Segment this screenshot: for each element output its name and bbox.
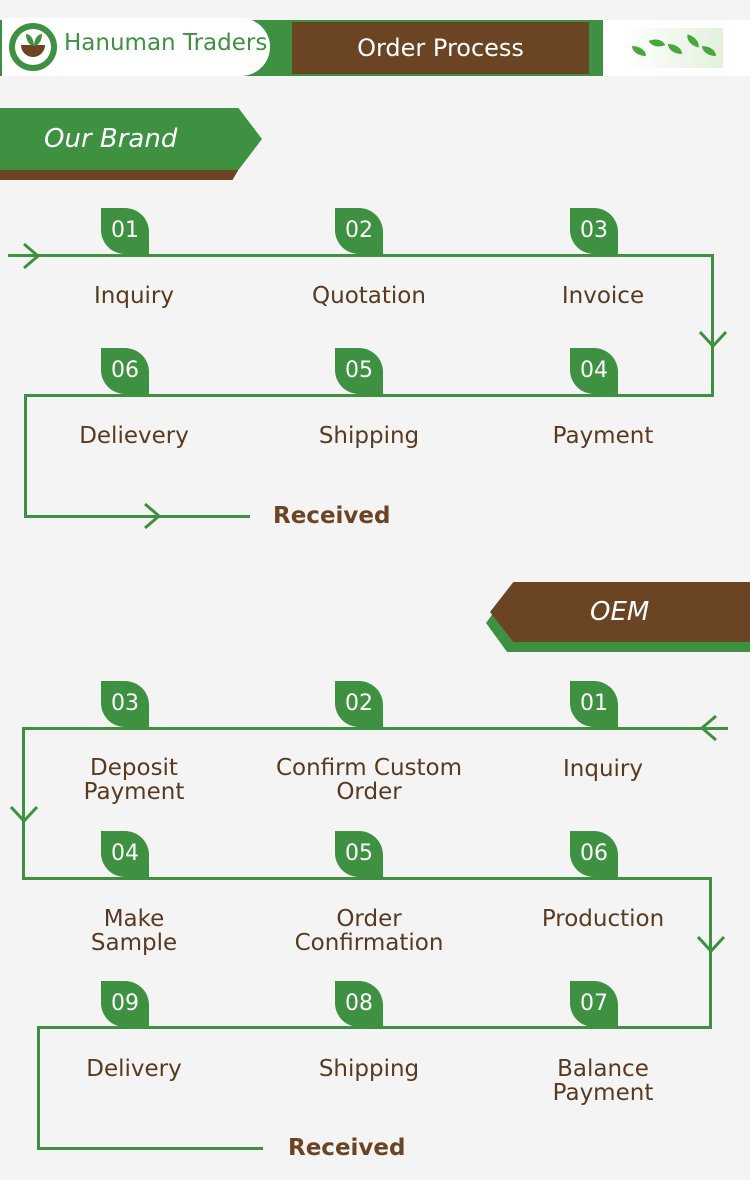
step-label-make-sample: Make Sample [90, 906, 178, 956]
leaf-icon [632, 46, 646, 56]
step-label-balance-payment: Balance Payment [552, 1056, 654, 1106]
chevron-right-icon [23, 242, 41, 270]
our-brand-banner-label: Our Brand [44, 124, 178, 154]
chevron-down-icon [696, 935, 726, 954]
chevron-down-icon [9, 805, 39, 824]
chevron-right-icon [144, 502, 162, 530]
flow-line [22, 727, 25, 879]
flow-line [37, 1026, 712, 1029]
step-label-payment: Payment [552, 423, 654, 449]
step-number-badge: 03 [101, 681, 149, 727]
step-label-shipping: Shipping [318, 423, 420, 449]
title-panel [292, 22, 589, 74]
step-label-inquiry: Inquiry [94, 283, 174, 309]
step-label-shipping: Shipping [318, 1056, 420, 1082]
step-label-confirm-custom-order: Confirm Custom Order [275, 755, 463, 805]
flow-line [24, 515, 250, 518]
leaf-icon [702, 46, 716, 56]
flow-line [8, 254, 714, 257]
step-label-delivery: Delivery [86, 1056, 182, 1082]
flow-line [37, 1026, 40, 1150]
page-title: Order Process [357, 34, 524, 62]
step-number-badge: 05 [335, 831, 383, 877]
step-label-order-confirmation: Order Confirmation [294, 906, 444, 956]
leaf-icon [34, 34, 42, 46]
step-label-inquiry: Inquiry [563, 756, 643, 782]
step-label-delivery: Delievery [79, 423, 189, 449]
step-number-badge: 04 [101, 831, 149, 877]
flow-line [22, 877, 712, 880]
step-number-badge: 01 [101, 208, 149, 254]
mortar-bowl-icon [21, 45, 45, 57]
step-number-badge: 01 [570, 681, 618, 727]
flow-line [711, 254, 714, 396]
step-number-badge: 05 [335, 348, 383, 394]
step-number-badge: 02 [335, 681, 383, 727]
step-label-deposit-payment: Deposit Payment [83, 755, 185, 805]
flow-line [37, 1147, 263, 1150]
oem-banner-label: OEM [590, 597, 650, 627]
chevron-down-icon [698, 330, 728, 349]
step-number-badge: 08 [335, 981, 383, 1027]
chevron-left-icon [699, 714, 717, 742]
step-label-production: Production [541, 906, 665, 932]
flow-line [24, 394, 714, 397]
step-number-badge: 07 [570, 981, 618, 1027]
step-number-badge: 04 [570, 348, 618, 394]
our-brand-banner: Our Brand [0, 108, 262, 170]
step-number-badge: 06 [570, 831, 618, 877]
step-number-badge: 03 [570, 208, 618, 254]
received-label: Received [288, 1135, 406, 1161]
oem-banner: OEM [490, 582, 750, 642]
step-number-badge: 02 [335, 208, 383, 254]
flow-line [22, 727, 728, 730]
leaf-icon [668, 44, 682, 54]
brand-name: Hanuman Traders [64, 30, 268, 56]
step-label-quotation: Quotation [312, 283, 426, 309]
step-number-badge: 06 [101, 348, 149, 394]
step-number-badge: 09 [101, 981, 149, 1027]
step-label-invoice: Invoice [561, 283, 645, 309]
leaf-icon [26, 34, 34, 46]
flow-line [24, 394, 27, 518]
received-label: Received [273, 503, 391, 529]
